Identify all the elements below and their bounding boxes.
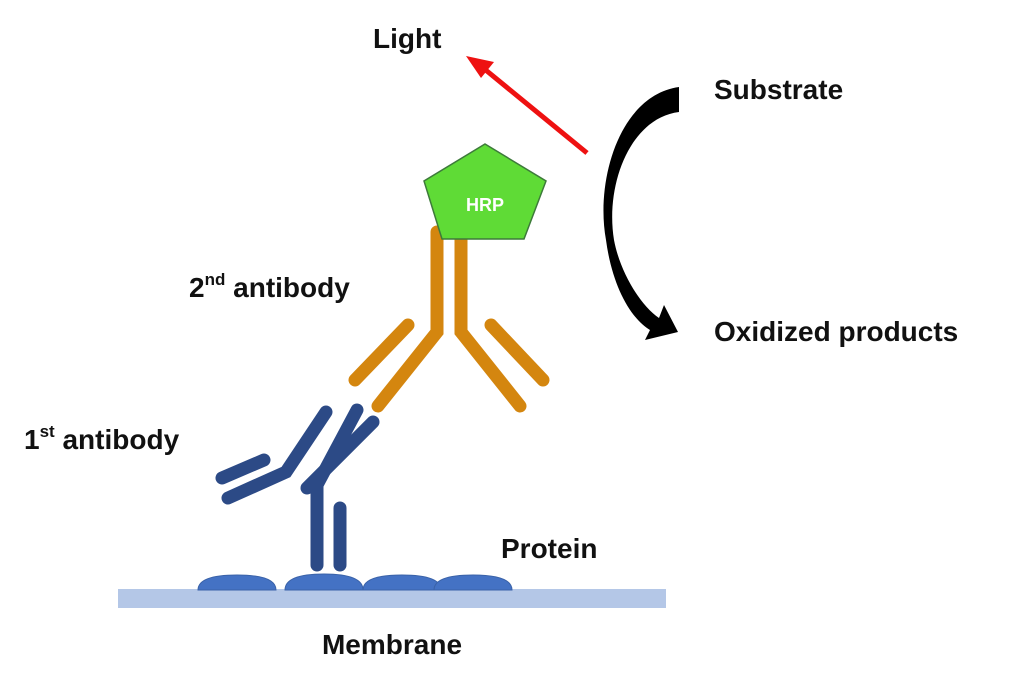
second-antibody-label: 2nd antibody bbox=[189, 270, 350, 303]
proteins bbox=[197, 573, 513, 591]
protein-blob bbox=[433, 574, 513, 591]
light-arrow bbox=[466, 56, 589, 155]
first-antibody-superscript: st bbox=[40, 422, 55, 441]
protein-blob bbox=[197, 574, 277, 591]
second-antibody-number: 2 bbox=[189, 272, 205, 303]
protein-blob bbox=[284, 573, 364, 591]
membrane-bar bbox=[118, 589, 666, 608]
light-label: Light bbox=[373, 23, 441, 54]
first-antibody-text: antibody bbox=[55, 424, 180, 455]
oxidized-products-label: Oxidized products bbox=[714, 316, 958, 347]
second-antibody-text: antibody bbox=[225, 272, 350, 303]
hrp-enzyme bbox=[423, 143, 547, 240]
first-antibody-label: 1st antibody bbox=[24, 422, 180, 455]
first-antibody bbox=[215, 403, 380, 572]
second-antibody-superscript: nd bbox=[205, 270, 226, 289]
hrp-label: HRP bbox=[466, 195, 504, 215]
reaction-arrow bbox=[603, 87, 679, 340]
protein-blob bbox=[362, 574, 442, 591]
membrane-label: Membrane bbox=[322, 629, 462, 660]
second-antibody bbox=[348, 225, 550, 413]
substrate-label: Substrate bbox=[714, 74, 843, 105]
protein-label: Protein bbox=[501, 533, 597, 564]
first-antibody-number: 1 bbox=[24, 424, 40, 455]
